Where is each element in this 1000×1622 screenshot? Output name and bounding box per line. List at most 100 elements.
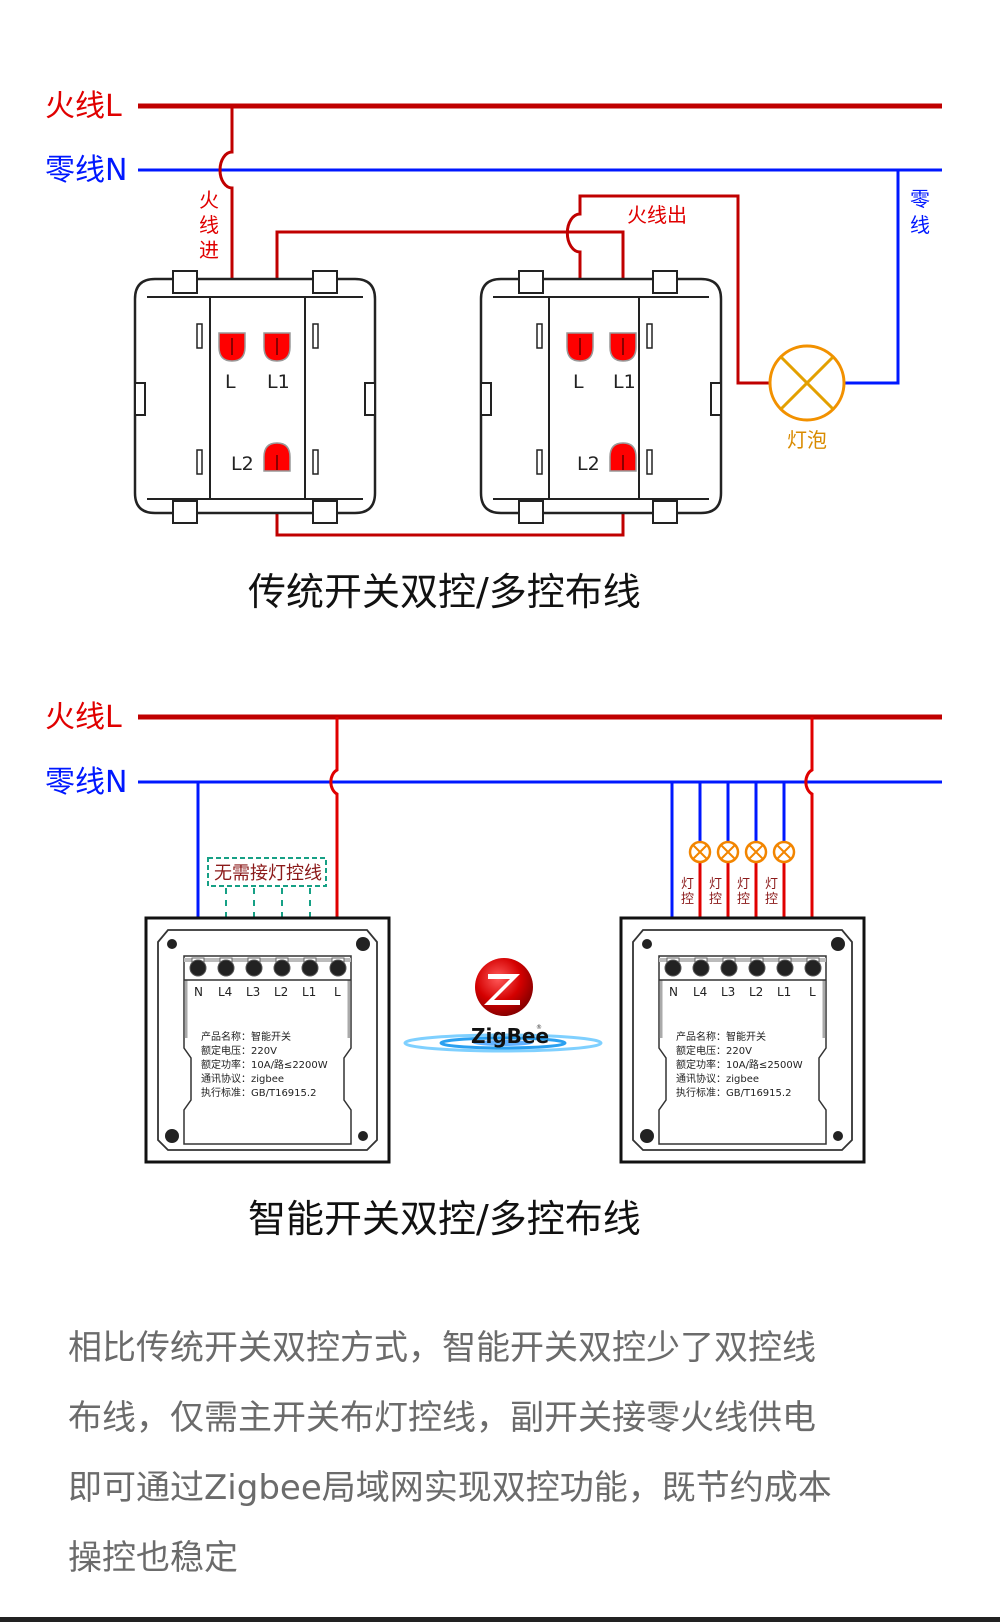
spec-value: 智能开关 (251, 1030, 291, 1043)
terminal-screw-icon (245, 959, 263, 977)
spec-value: zigbee (726, 1074, 759, 1085)
description-line: 即可通过Zigbee局域网实现双控功能，既节约成本 (68, 1468, 832, 1508)
spec-row: 执行标准：GB/T16915.2 (201, 1086, 316, 1099)
terminal-label: L (573, 371, 584, 393)
terminal-label: L2 (749, 985, 763, 999)
description-line: 布线，仅需主开关布灯控线，副开关接零火线供电 (68, 1398, 816, 1438)
traditional-switch-2: L L1 L2 (479, 270, 723, 524)
bulb-icon (688, 840, 712, 864)
terminal-screw-icon (692, 959, 710, 977)
terminal-label: L3 (246, 985, 260, 999)
light-control-label: 灯控 (737, 877, 750, 907)
spec-row: 额定功率：10A/路≤2500W (676, 1058, 803, 1071)
live-in-char: 线 (199, 213, 219, 237)
no-wire-needed-box (207, 857, 327, 887)
terminal-screw-icon (301, 959, 319, 977)
terminal-label: L1 (777, 985, 791, 999)
spec-key: 执行标准： (201, 1086, 251, 1099)
live-line-label: 火线L (45, 89, 122, 124)
spec-row: 产品名称：智能开关 (676, 1030, 766, 1043)
neutral-char: 线 (910, 213, 930, 237)
terminal-screw-icon (748, 959, 766, 977)
bulb-icon (716, 840, 740, 864)
zigbee-label: ZigBee (471, 1024, 549, 1048)
live-in-char: 进 (199, 238, 219, 262)
spec-row: 执行标准：GB/T16915.2 (676, 1086, 791, 1099)
terminal-label: N (669, 985, 678, 999)
bottom-border (0, 1617, 1000, 1622)
spec-row: 额定电压：220V (676, 1044, 752, 1057)
spec-value: 220V (251, 1046, 277, 1057)
neutral-char: 零 (910, 187, 930, 211)
zigbee-z-icon (484, 974, 520, 1005)
live-in-label: 火 线 进 (199, 188, 225, 262)
terminal-label: L1 (267, 371, 290, 393)
spec-key: 额定电压： (676, 1044, 726, 1057)
spec-key: 通讯协议： (676, 1072, 726, 1085)
terminal-label: L2 (231, 453, 254, 475)
signal-ripple-icon (403, 1033, 603, 1053)
wiring-diagram: 火线L 零线N 火 线 进 火线出 零 线 灯泡 (45, 89, 942, 1241)
terminal-label: L (225, 371, 236, 393)
live-feed-wire (804, 717, 814, 968)
spec-key: 额定电压： (201, 1044, 251, 1057)
live-in-char: 火 (199, 188, 219, 212)
live-out-label: 火线出 (627, 203, 687, 227)
terminal-screw-icon (776, 959, 794, 977)
zigbee-logo: ZigBee ® (403, 958, 603, 1053)
light-control-label: 灯控 (709, 877, 722, 907)
spec-key: 产品名称： (676, 1030, 726, 1043)
terminal-screw-icon (720, 959, 738, 977)
spec-row: 额定电压：220V (201, 1044, 277, 1057)
neutral-line-label: 零线N (45, 765, 127, 800)
spec-key: 额定功率： (676, 1058, 726, 1071)
spec-value: GB/T16915.2 (726, 1088, 791, 1099)
terminal-screw-icon (189, 959, 207, 977)
spec-value: 10A/路≤2200W (251, 1058, 328, 1071)
spec-key: 通讯协议： (201, 1072, 251, 1085)
terminal-label: L2 (274, 985, 288, 999)
bulb-icon (772, 840, 796, 864)
bulb-label: 灯泡 (787, 428, 827, 452)
terminal-label: L2 (577, 453, 600, 475)
spec-value: GB/T16915.2 (251, 1088, 316, 1099)
terminal-label: L1 (613, 371, 636, 393)
screw-icon (167, 939, 177, 949)
terminal-screw-icon (273, 959, 291, 977)
terminal-screw-icon (804, 959, 822, 977)
smart-title: 智能开关双控/多控布线 (248, 1197, 641, 1241)
no-wire-needed-label: 无需接灯控线 (214, 863, 322, 884)
signal-ripple-icon (439, 1036, 567, 1050)
terminal-label: L3 (721, 985, 735, 999)
spec-value: 智能开关 (726, 1030, 766, 1043)
spec-key: 执行标准： (676, 1086, 726, 1099)
screw-icon (356, 937, 370, 951)
screw-icon (358, 1131, 368, 1141)
terminal-label: L (809, 985, 816, 999)
terminal-label: N (194, 985, 203, 999)
screw-icon (165, 1129, 179, 1143)
neutral-drop-wire (845, 170, 900, 385)
signal-ripple-icon (473, 1040, 533, 1046)
live-out-wire (565, 194, 770, 385)
screw-icon (831, 937, 845, 951)
light-control-label: 灯控 (765, 877, 778, 907)
spec-value: zigbee (251, 1074, 284, 1085)
screw-icon (833, 1131, 843, 1141)
traditional-title: 传统开关双控/多控布线 (248, 570, 641, 614)
spec-value: 220V (726, 1046, 752, 1057)
description-line: 操控也稳定 (68, 1538, 238, 1578)
terminal-screw-icon (664, 959, 682, 977)
spec-value: 10A/路≤2500W (726, 1058, 803, 1071)
traditional-section: 火线L 零线N 火 线 进 火线出 零 线 灯泡 (45, 89, 942, 614)
terminal-label: L (334, 985, 341, 999)
registered-mark: ® (536, 1024, 542, 1031)
traditional-switch-1: L L1 L2 (133, 270, 377, 524)
spec-row: 额定功率：10A/路≤2200W (201, 1058, 328, 1071)
spec-row: 通讯协议：zigbee (676, 1072, 759, 1085)
live-feed-wire (329, 717, 339, 968)
terminal-screw-icon (217, 959, 235, 977)
